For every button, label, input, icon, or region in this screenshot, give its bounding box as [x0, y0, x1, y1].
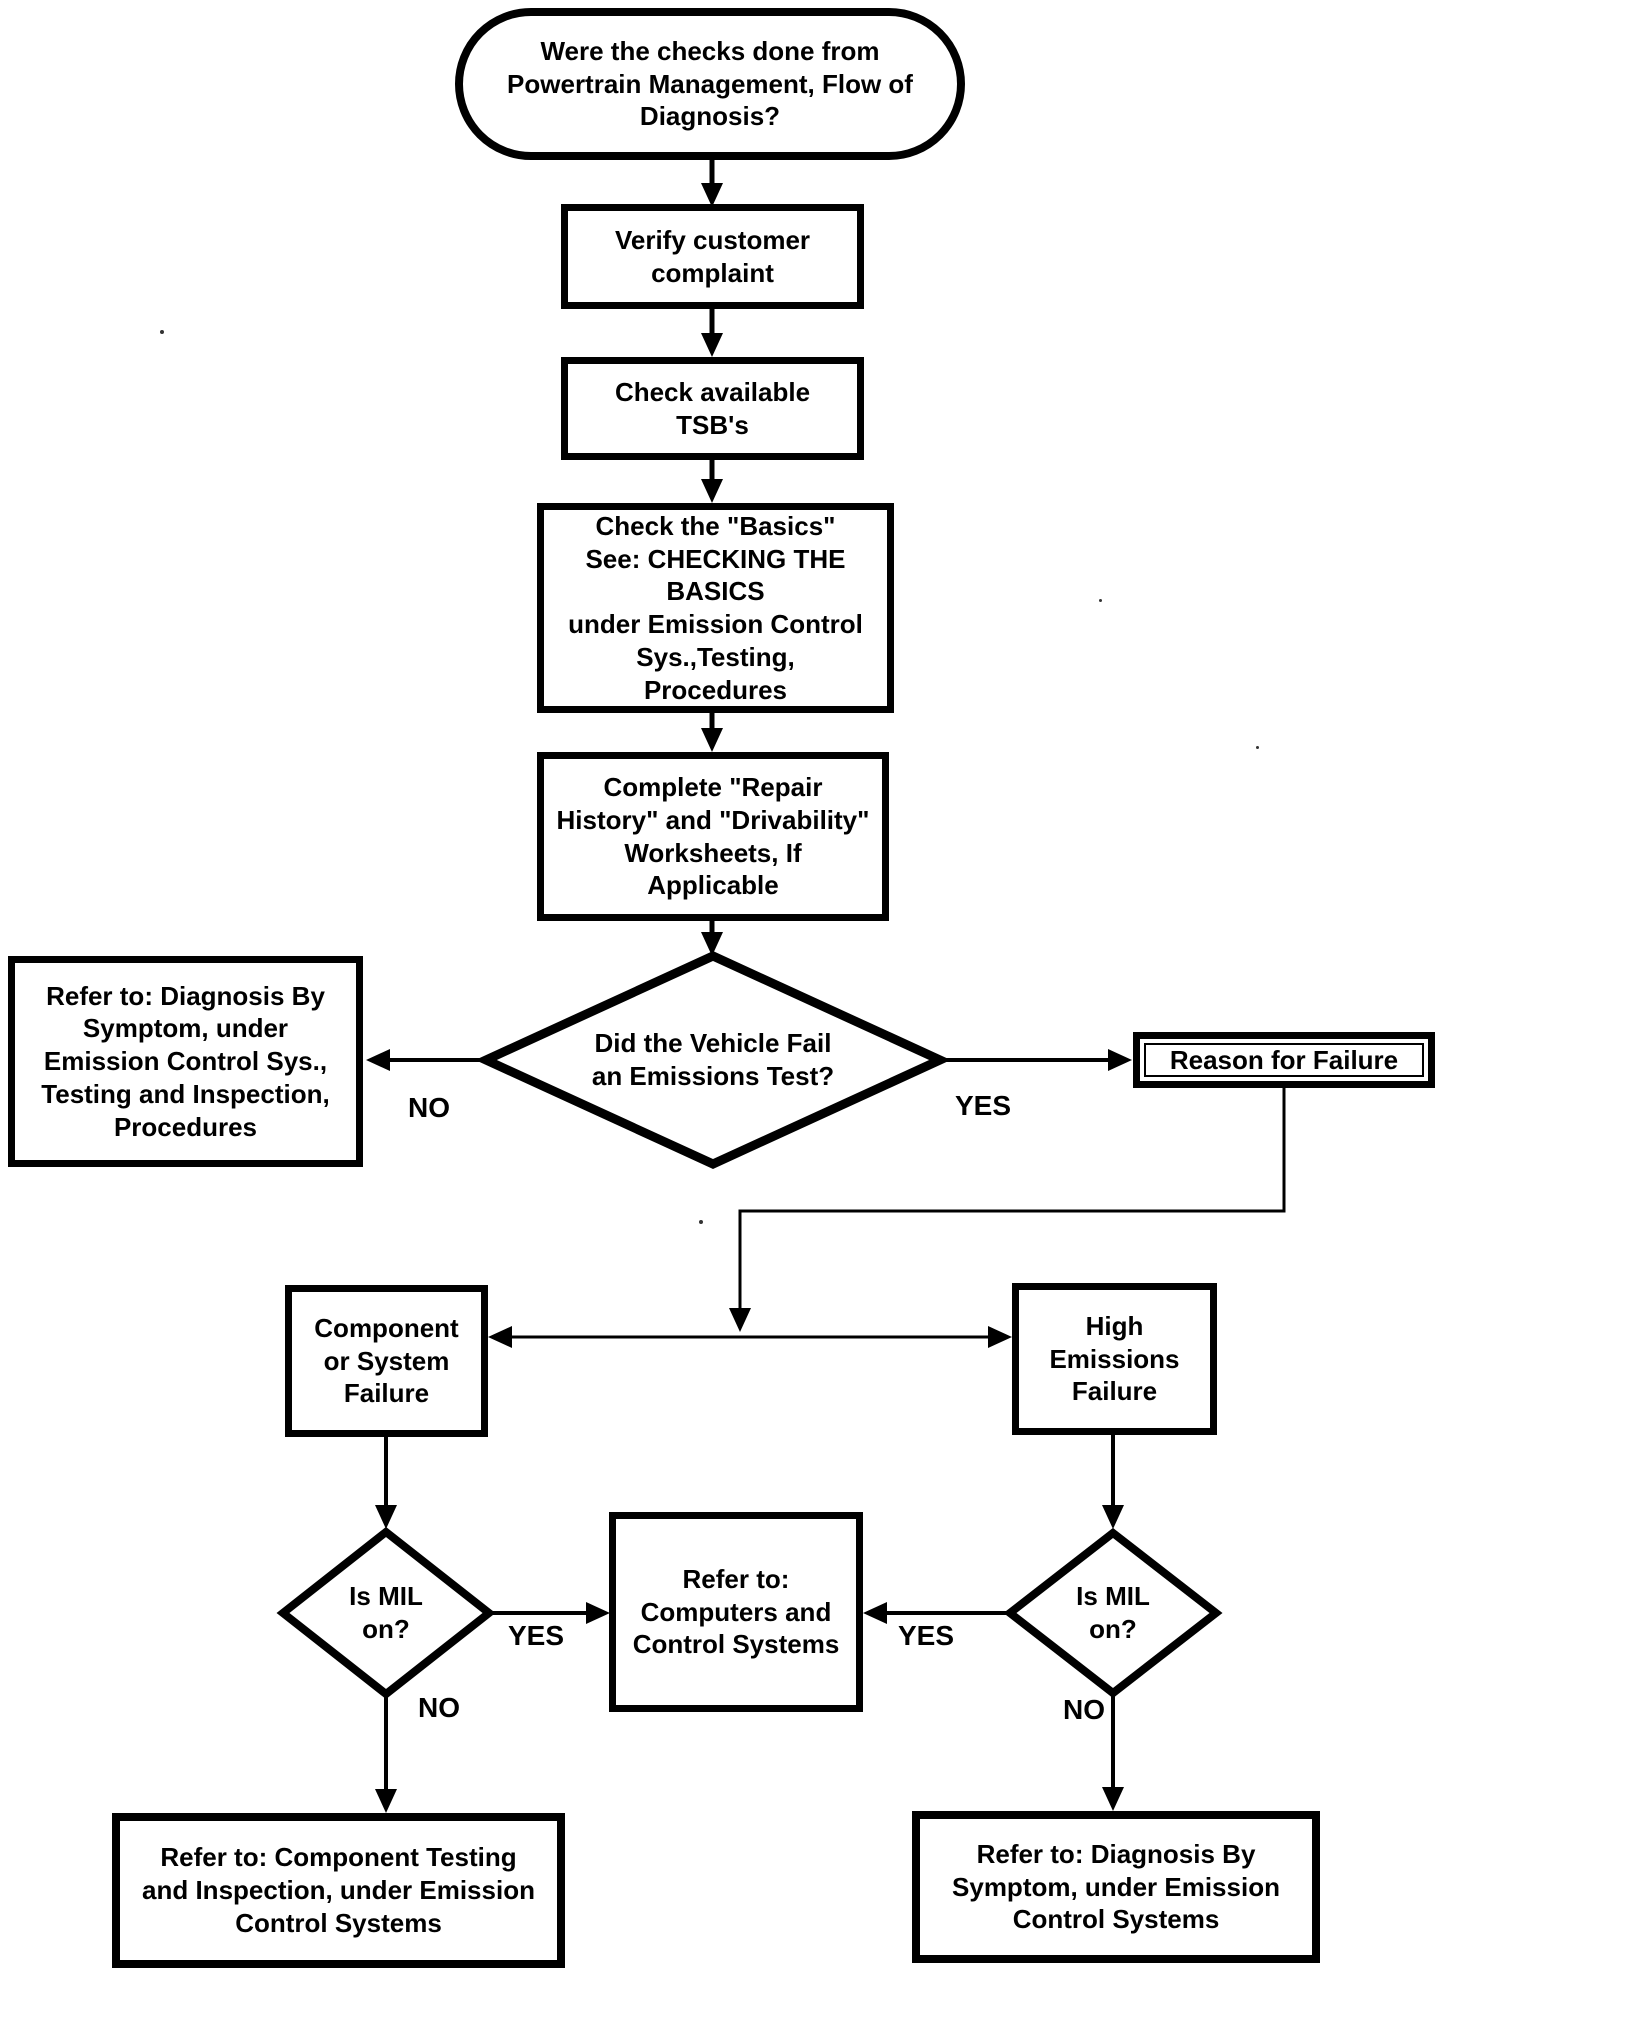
scan-speck: [1099, 599, 1102, 602]
arrowhead-basics-worksheets: [701, 728, 723, 752]
node-high-emissions-failure: High Emissions Failure: [1012, 1283, 1217, 1435]
node-start: Were the checks done from Powertrain Man…: [455, 8, 965, 160]
arrowhead-milright-no: [1102, 1787, 1124, 1811]
scan-speck: [699, 1220, 703, 1224]
arrowhead-milleft-no: [375, 1789, 397, 1813]
scan-speck: [160, 330, 164, 334]
arrowhead-split-left: [488, 1326, 512, 1348]
arrowhead-split-right: [988, 1326, 1012, 1348]
edge-reason-split: [738, 1088, 1286, 1309]
decision-emissions-test-label: Did the Vehicle Fail an Emissions Test?: [591, 1027, 835, 1091]
node-refer-component-testing: Refer to: Component Testing and Inspecti…: [112, 1813, 565, 1968]
arrowhead-fail-yes: [1108, 1049, 1132, 1071]
node-complete-worksheets: Complete "Repair History" and "Drivabili…: [537, 752, 889, 921]
edge-label-mil-right-yes: YES: [898, 1620, 955, 1651]
edge-label-fail-yes: YES: [955, 1090, 1012, 1121]
node-check-basics: Check the "Basics" See: CHECKING THE BAS…: [537, 503, 894, 713]
edge-label-mil-left-yes: YES: [508, 1620, 565, 1651]
node-refer-computers-control: Refer to: Computers and Control Systems: [609, 1512, 863, 1712]
decision-mil-right-label: Is MIL on?: [1076, 1580, 1150, 1644]
node-refer-diagnosis-symptom-procedures: Refer to: Diagnosis By Symptom, under Em…: [8, 956, 363, 1167]
node-reason-for-failure: Reason for Failure: [1133, 1032, 1435, 1088]
arrowhead-fail-no: [366, 1049, 390, 1071]
arrowhead-start-verify: [701, 183, 723, 207]
edge-label-mil-right-no: NO: [1063, 1694, 1105, 1725]
edge-label-fail-no: NO: [408, 1092, 450, 1123]
arrowhead-milleft-yes: [586, 1602, 610, 1624]
decision-mil-left-label: Is MIL on?: [349, 1580, 423, 1644]
node-component-system-failure: Component or System Failure: [285, 1285, 488, 1437]
arrowhead-worksheets-decision: [701, 932, 723, 956]
node-refer-diagnosis-symptom-systems: Refer to: Diagnosis By Symptom, under Em…: [912, 1811, 1320, 1963]
edge-label-mil-left-no: NO: [418, 1692, 460, 1723]
node-check-tsbs: Check available TSB's: [561, 357, 864, 460]
arrowhead-milright-yes: [863, 1602, 887, 1624]
decision-emissions-test-shape: [475, 951, 951, 1169]
arrowhead-verify-tsb: [701, 333, 723, 357]
arrowhead-component-mil: [375, 1505, 397, 1529]
arrowhead-tsb-basics: [701, 479, 723, 503]
node-verify-complaint: Verify customer complaint: [561, 204, 864, 309]
scan-speck: [1256, 746, 1259, 749]
arrowhead-highemissions-mil: [1102, 1505, 1124, 1529]
arrowhead-reason-split: [729, 1308, 751, 1332]
